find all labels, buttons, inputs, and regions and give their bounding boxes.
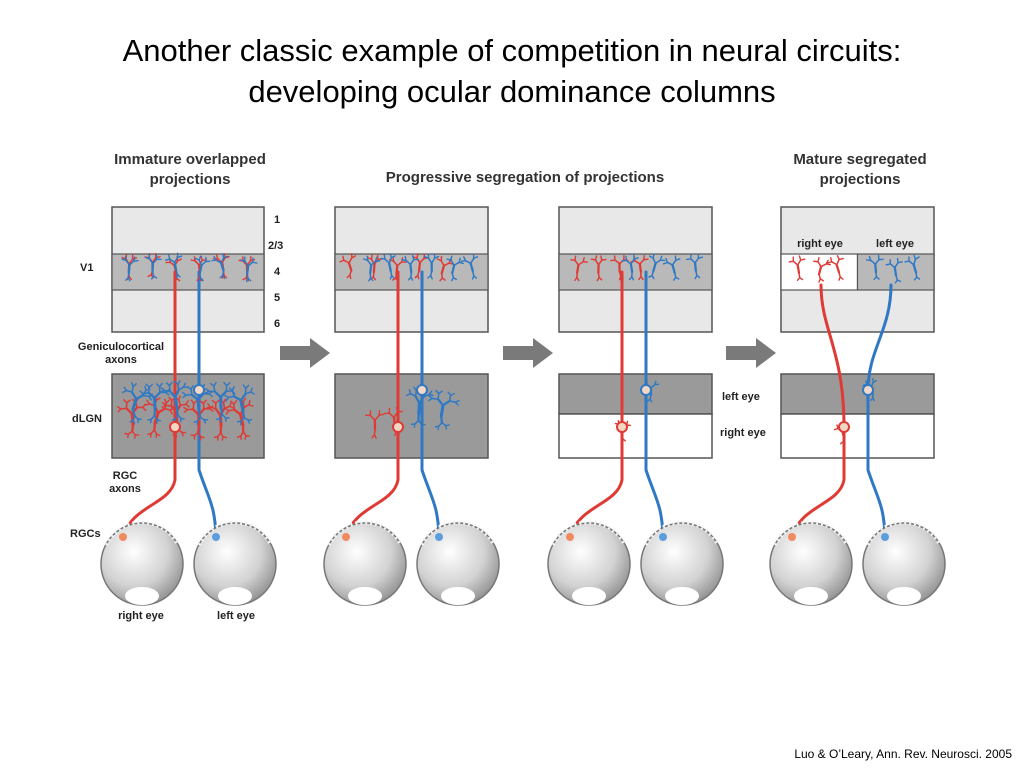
- title-line-2: developing ocular dominance columns: [248, 74, 776, 109]
- left-rgc-1: [212, 533, 220, 541]
- left-eye-lens-2: [441, 587, 475, 605]
- lgn-left-arbor-2: [406, 386, 460, 431]
- dlgn-left-eye-layer-4: [780, 373, 935, 415]
- right-eye-lens-3: [572, 587, 606, 605]
- left-retina-3: [644, 520, 720, 546]
- left-lgn-soma-2: [416, 384, 428, 396]
- v1-right-eye-label: right eye: [797, 238, 843, 250]
- progression-arrow-2: [503, 338, 553, 368]
- v1-left-arbor-4: [865, 254, 921, 284]
- dlgn-box-1: [111, 373, 265, 459]
- left-lgn-soma-4: [862, 384, 874, 396]
- right-lgn-soma-2: [392, 421, 404, 433]
- v1-left-arbor-1: [121, 252, 258, 283]
- right-eye-lens-4: [794, 587, 828, 605]
- rgc-axons-label-1: RGC: [112, 470, 138, 482]
- right-retina-4: [773, 520, 849, 546]
- right-rgc-1: [119, 533, 127, 541]
- progression-arrow-1: [280, 338, 330, 368]
- right-rgc-2: [342, 533, 350, 541]
- left-eye-lens-3: [665, 587, 699, 605]
- dlgn-box-2: [334, 373, 489, 459]
- heading-mature: Mature segregated projections: [793, 151, 927, 188]
- dlgn-label: dLGN: [72, 413, 102, 425]
- lgn-right-eye-label: right eye: [720, 427, 766, 439]
- progression-arrow-3: [726, 338, 776, 368]
- v1-right-arbor-4: [788, 255, 844, 283]
- right-rgc-4: [788, 533, 796, 541]
- right-retina-2: [327, 520, 403, 546]
- v1-label: V1: [80, 262, 94, 274]
- right-lgn-soma-4: [838, 421, 850, 433]
- left-geniculocortical-axon-4: [866, 283, 893, 392]
- left-retina-2: [420, 520, 496, 546]
- dlgn-right-eye-layer-4: [780, 413, 935, 459]
- rgc-axons-label-2: axons: [109, 483, 141, 495]
- right-retina-3: [551, 520, 627, 546]
- layer-label-2-3: 2/3: [268, 240, 284, 252]
- v1-right-arbor-3: [570, 254, 649, 282]
- right-retina-1: [104, 520, 180, 546]
- v1-left-eye-label: left eye: [876, 238, 914, 250]
- lgn-left-eye-label: left eye: [722, 391, 760, 403]
- geniculocortical-label-1: Geniculocortical: [77, 341, 165, 353]
- citation: Luo & O’Leary, Ann. Rev. Neurosci. 2005: [794, 747, 1012, 761]
- left-retina-4: [866, 520, 942, 546]
- right-eye-lens-2: [348, 587, 382, 605]
- right-rgc-3: [566, 533, 574, 541]
- layer-label-6: 6: [274, 318, 281, 330]
- left-eye-lens-4: [887, 587, 921, 605]
- v1-left-arbor-2: [363, 253, 479, 282]
- left-rgc-4: [881, 533, 889, 541]
- left-rgc-2: [435, 533, 443, 541]
- layer-label-1: 1: [274, 214, 281, 226]
- layer-label-4: 4: [274, 266, 281, 278]
- heading-progressive: Progressive segregation of projections: [385, 169, 665, 186]
- lgn-right-arbor-2: [365, 406, 403, 439]
- right-eye-lens-1: [125, 587, 159, 605]
- rgcs-label: RGCs: [70, 528, 101, 540]
- left-lgn-soma-3: [640, 384, 652, 396]
- v1-left-arbor-3: [621, 253, 704, 281]
- right-lgn-soma-1: [169, 421, 181, 433]
- right-lgn-soma-3: [616, 421, 628, 433]
- geniculocortical-label-2: axons: [105, 354, 137, 366]
- left-rgc-3: [659, 533, 667, 541]
- slide-title: Another classic example of competition i…: [0, 30, 1024, 112]
- left-eye-lens-1: [218, 587, 252, 605]
- dlgn-right-eye-layer-3: [558, 413, 713, 459]
- right-geniculocortical-axon-4: [819, 283, 846, 429]
- left-retina-1: [197, 520, 273, 546]
- left-eye-label: left eye: [217, 610, 255, 622]
- left-lgn-soma-1: [193, 384, 205, 396]
- dlgn-left-eye-layer-3: [558, 373, 713, 415]
- right-eye-label: right eye: [118, 610, 164, 622]
- title-line-1: Another classic example of competition i…: [122, 33, 902, 68]
- lgn-left-arbor-1: [122, 380, 256, 426]
- layer-label-5: 5: [274, 292, 281, 304]
- heading-immature: Immature overlapped projections: [114, 151, 266, 188]
